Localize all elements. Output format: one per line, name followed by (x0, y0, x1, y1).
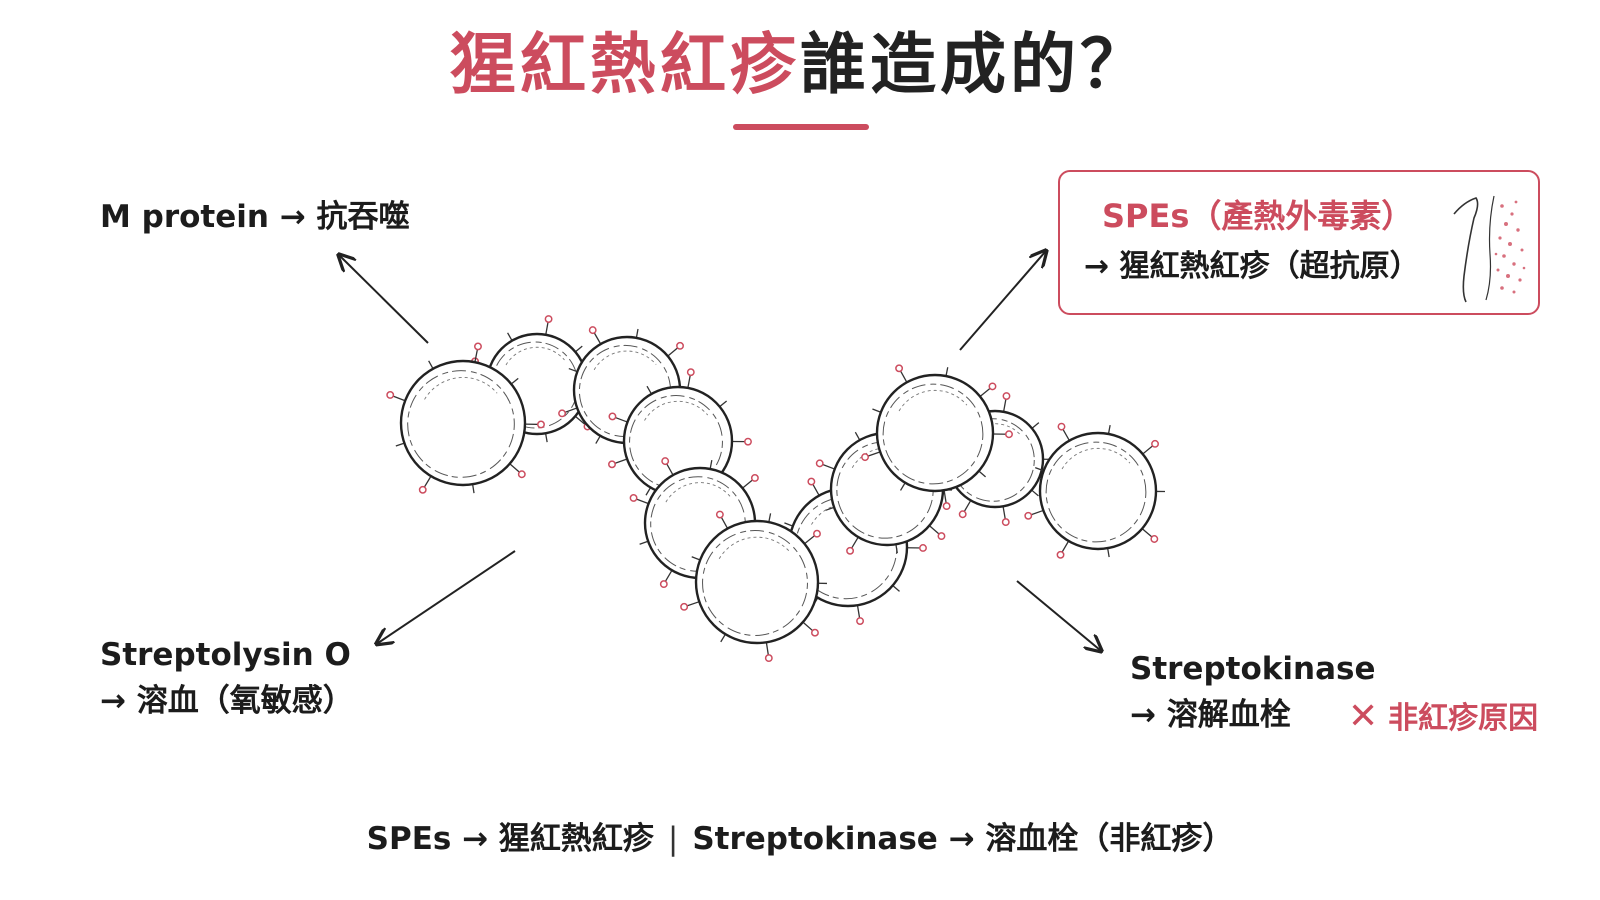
streptolysin-effect: → 溶血（氧敏感） (100, 683, 354, 719)
summary-separator: | (667, 821, 679, 857)
coccus-cell (386, 342, 545, 494)
m-protein-label: M protein → 抗吞噬 (100, 199, 410, 235)
summary-spes: SPEs → 猩紅熱紅疹 (366, 821, 654, 857)
summary-streptokinase: Streptokinase → 溶血栓（非紅疹） (692, 821, 1234, 857)
title-rest: 誰造成的？ (800, 26, 1150, 103)
arrow-m-protein (340, 256, 429, 344)
coccus-cell (1024, 422, 1166, 559)
coccus-cell (861, 364, 1013, 511)
streptococcus-chain-icon (386, 315, 1166, 663)
streptokinase-name: Streptokinase (1130, 651, 1376, 687)
streptokinase-label: Streptokinase → 溶解血栓 (1130, 646, 1375, 738)
not-rash-cause: ✕ 非紅疹原因 (1348, 696, 1538, 740)
spes-callout-box: SPEs（產熱外毒素） → 猩紅熱紅疹（超抗原） (1058, 170, 1540, 315)
streptokinase-effect: → 溶解血栓 (1130, 697, 1291, 733)
spes-title: SPEs（產熱外毒素） (1102, 197, 1414, 235)
skin-rash-icon (1453, 195, 1526, 303)
title-accent: 猩紅熱紅疹 (450, 26, 800, 103)
not-rash-cause-text: 非紅疹原因 (1388, 701, 1539, 736)
title-underline (733, 124, 869, 130)
arrow-spes (959, 252, 1045, 351)
streptolysin-label: Streptolysin O → 溶血（氧敏感） (100, 632, 354, 724)
arrows (340, 252, 1100, 650)
summary-line: SPEs → 猩紅熱紅疹 | Streptokinase → 溶血栓（非紅疹） (0, 816, 1600, 862)
coccus-cell (680, 510, 827, 663)
spes-subtitle: → 猩紅熱紅疹（超抗原） (1084, 249, 1420, 284)
cross-mark-icon: ✕ (1348, 696, 1379, 737)
page-title: 猩紅熱紅疹誰造成的？ (0, 22, 1600, 108)
arrow-streptolysin (378, 550, 516, 643)
streptolysin-name: Streptolysin O (100, 637, 351, 673)
arrow-streptokinase (1016, 580, 1100, 650)
